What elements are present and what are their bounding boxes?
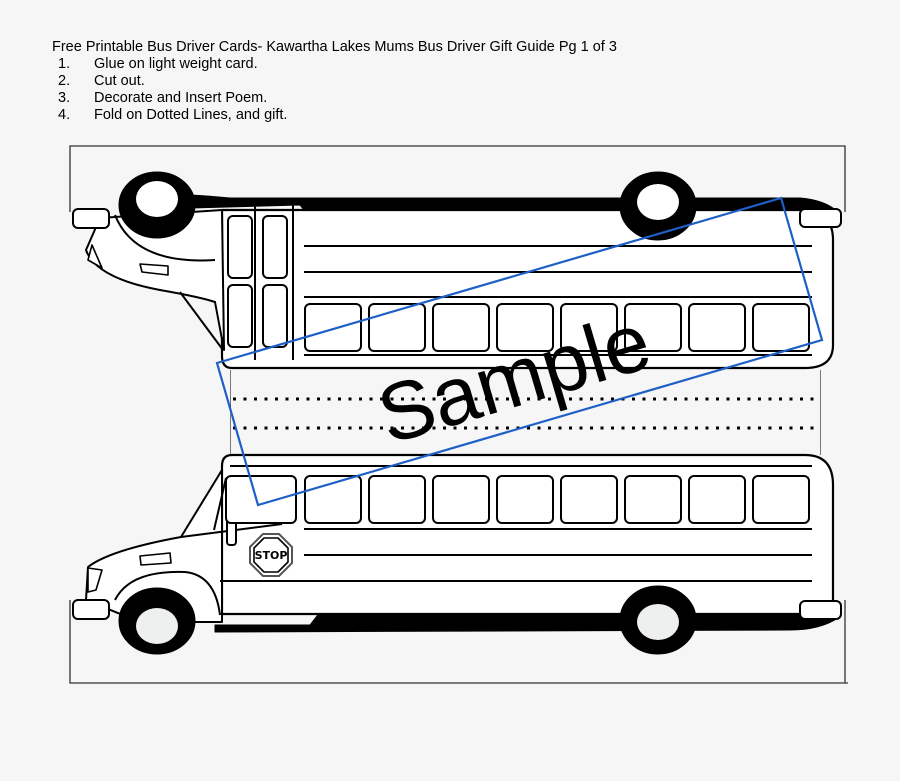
stop-sign-icon: STOP (249, 533, 293, 577)
instructions-header: Free Printable Bus Driver Cards- Kawarth… (52, 39, 617, 124)
step-text: Glue on light weight card. (94, 56, 258, 72)
window-row (304, 303, 810, 352)
bumper (72, 599, 110, 620)
instruction-steps: 1.Glue on light weight card. 2.Cut out. … (52, 56, 617, 124)
wheel (619, 585, 697, 655)
step-item: 3. Decorate and Insert Poem. (52, 90, 617, 107)
step-item: 4. Fold on Dotted Lines, and gift. (52, 107, 617, 124)
step-text: Cut out. (94, 73, 145, 89)
step-text: Fold on Dotted Lines, and gift. (94, 107, 288, 123)
document-title: Free Printable Bus Driver Cards- Kawarth… (52, 39, 617, 55)
step-number: 1. (58, 56, 71, 72)
fold-panel (231, 368, 820, 456)
step-item: 1. Glue on light weight card. (52, 56, 617, 73)
step-number: 4. (58, 107, 71, 123)
watermark-frame (215, 196, 824, 507)
wheel (619, 171, 697, 241)
bumper (799, 208, 842, 228)
bumper (799, 600, 842, 620)
wheel (118, 587, 196, 655)
bumper (72, 208, 110, 229)
bottom-bus: STOP (72, 453, 842, 655)
step-item: 2. Cut out. (52, 73, 617, 90)
window-row (225, 475, 810, 524)
step-number: 3. (58, 90, 71, 106)
step-text: Decorate and Insert Poem. (94, 90, 268, 106)
stop-sign-label: STOP (255, 549, 288, 562)
step-number: 2. (58, 73, 71, 89)
top-bus (72, 171, 842, 370)
wheel (118, 171, 196, 239)
